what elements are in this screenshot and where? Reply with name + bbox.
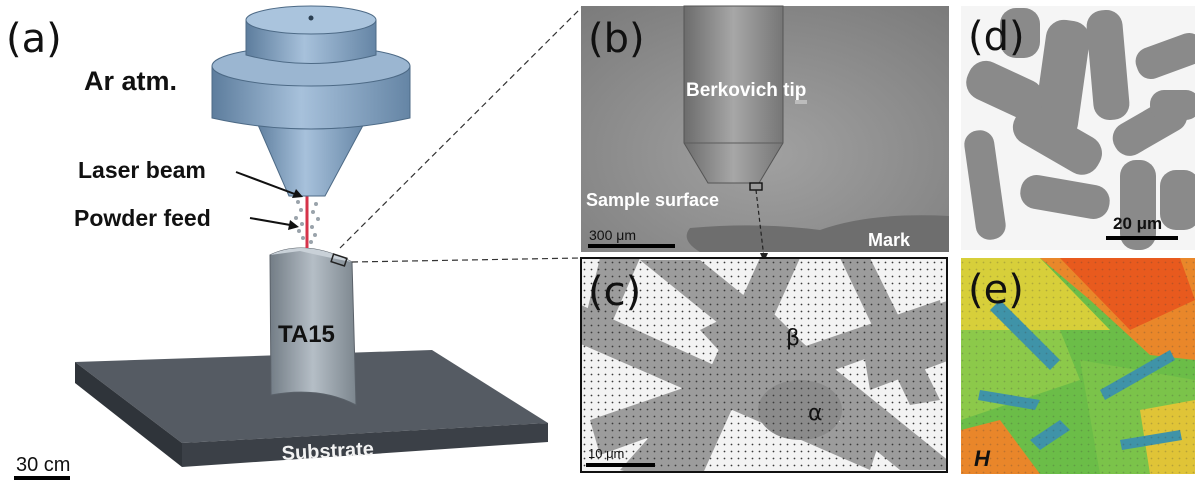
laser-arrow: [235, 171, 301, 197]
panel-c-indent-grid: (c) β α 10 μm: [580, 257, 948, 473]
deposited-part: [269, 247, 357, 406]
sample-surface-label: Sample surface: [586, 190, 719, 210]
scale-label-a: 30 cm: [16, 454, 70, 476]
zoom-arrow-b-to-c: [755, 189, 765, 259]
powder-arrow: [249, 217, 297, 227]
beta-phase-label: β: [786, 326, 800, 351]
laser-beam-label: Laser beam: [78, 157, 206, 183]
powder-feed-label: Powder feed: [74, 205, 211, 231]
scale-label-c: 10 μm: [588, 446, 624, 461]
panel-label-a: (a): [6, 16, 62, 62]
panel-label-e: (e): [968, 267, 1024, 313]
panel-a-schematic: (a) Ar atm. Laser beam Powder feed TA15 …: [6, 5, 548, 480]
zoom-connectors: [339, 7, 582, 263]
tip-label: Berkovich tip: [686, 80, 806, 101]
part-label: TA15: [278, 321, 335, 348]
atmosphere-label: Ar atm.: [84, 66, 177, 96]
mark-label: Mark: [868, 230, 911, 250]
hardness-map-label: H: [974, 446, 991, 471]
panel-label-b: (b): [588, 16, 645, 62]
substrate-plate: [75, 350, 548, 467]
panel-d-microstructure: (d) 20 μm: [961, 6, 1195, 250]
scale-label-b: 300 μm: [589, 227, 636, 243]
panel-label-c: (c): [588, 269, 641, 315]
panel-e-hardness-map: (e) H: [961, 258, 1195, 474]
scale-label-d: 20 μm: [1113, 214, 1162, 233]
deposition-nozzle: [211, 5, 411, 197]
alpha-phase-label: α: [808, 401, 823, 426]
powder-stream: [294, 200, 320, 244]
substrate-label: Substrate: [281, 438, 374, 465]
panel-label-d: (d): [968, 14, 1025, 60]
panel-b-sem-image: (b) Berkovich tip Sample surface Mark 30…: [581, 5, 949, 262]
